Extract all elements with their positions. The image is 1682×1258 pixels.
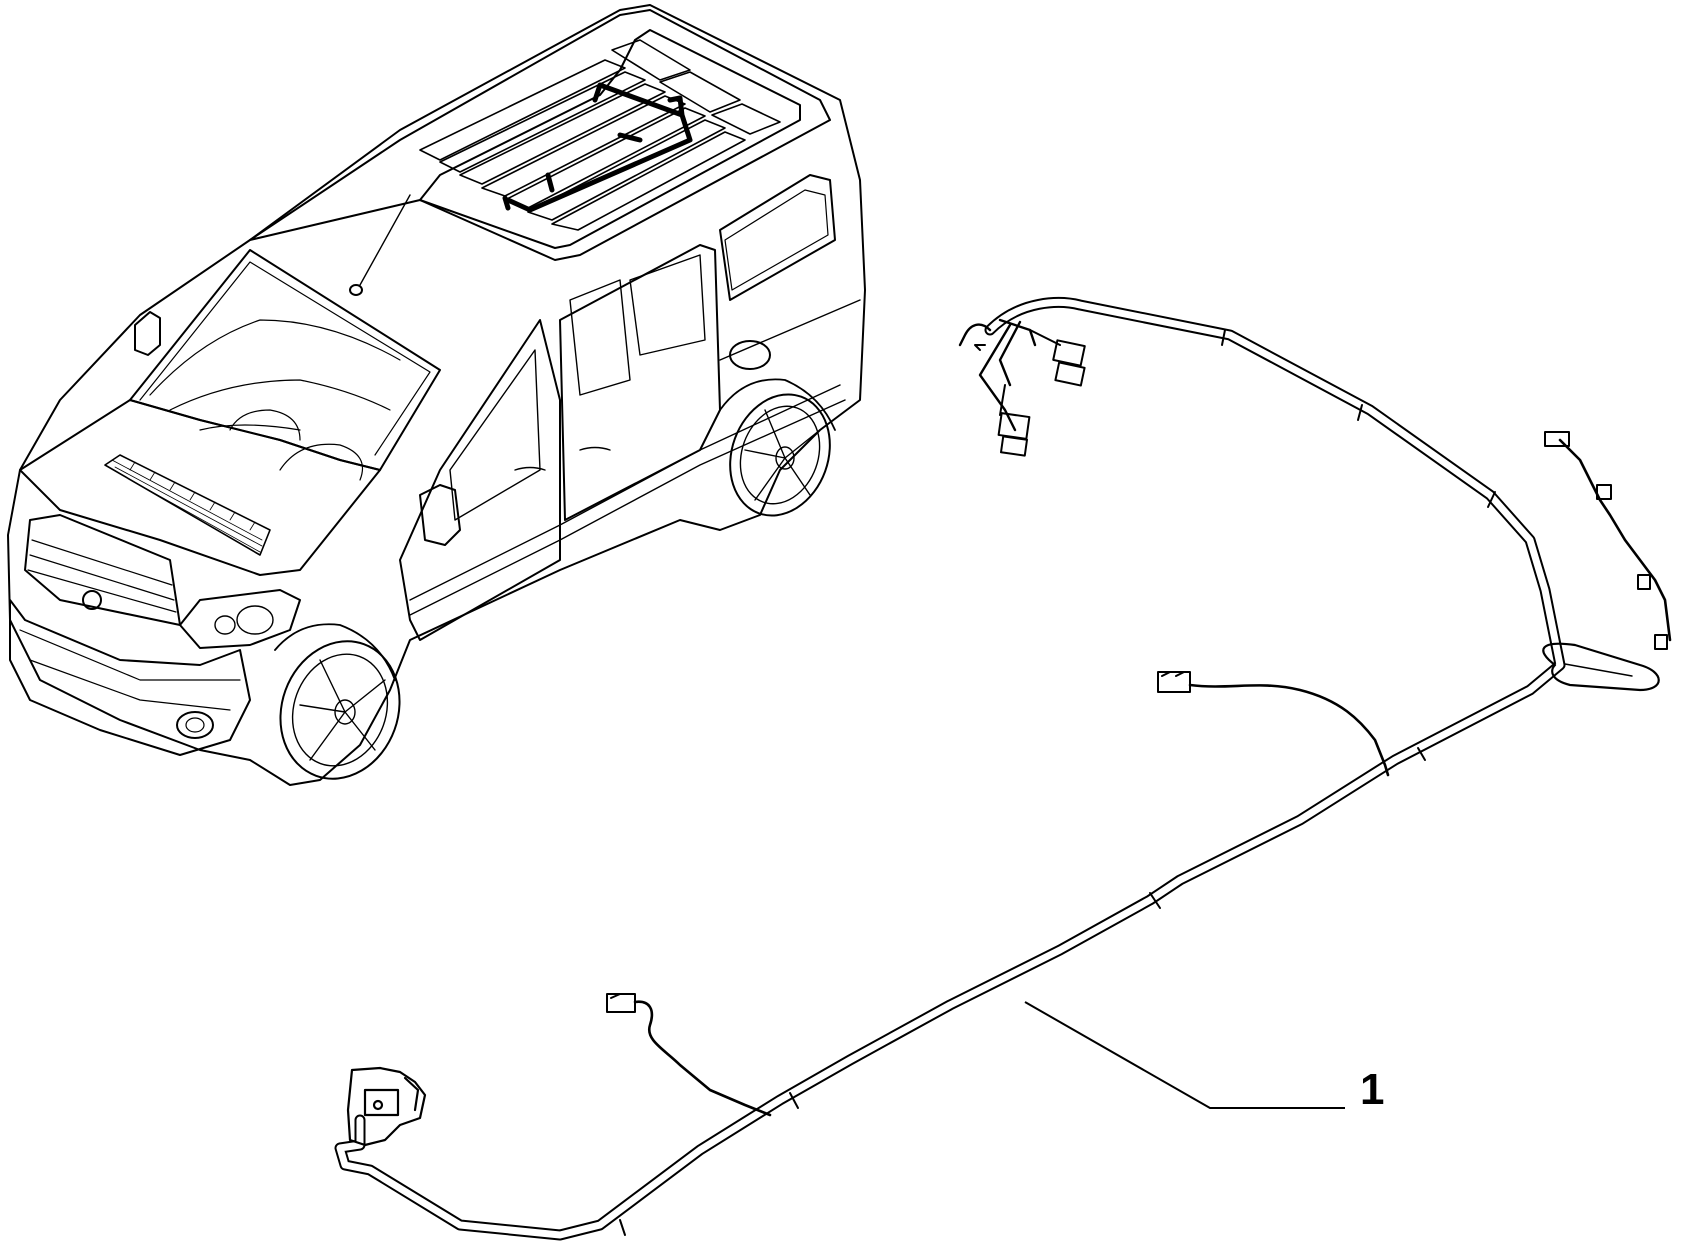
callout-leader-line — [1024, 1001, 1345, 1109]
wiring-harness — [334, 297, 1672, 1241]
harness-rear-loop — [1542, 642, 1660, 692]
connector-rear-left — [606, 993, 636, 1013]
connector-front-left-a — [1052, 339, 1086, 387]
grille-bars — [27, 539, 177, 613]
rear-wheel — [729, 393, 831, 517]
brand-badge — [82, 590, 102, 610]
callout-number-1: 1 — [1360, 1065, 1385, 1114]
rear-left-bracket — [346, 1066, 427, 1147]
fog-light — [176, 711, 214, 739]
roof-harness — [502, 82, 693, 213]
hood — [19, 399, 381, 576]
sliding-door-window — [569, 279, 631, 396]
fuel-cap — [729, 340, 771, 370]
hood-vent — [104, 454, 271, 556]
branch-right-side — [1558, 438, 1672, 642]
van-body-outline — [7, 4, 866, 786]
mirror-left — [134, 311, 161, 356]
hood-vent-grid — [111, 459, 263, 553]
connector-right-side — [1544, 431, 1668, 650]
sliding-door-handle — [579, 446, 611, 451]
callout-1 — [1024, 1001, 1345, 1109]
front-door-window — [449, 349, 541, 521]
branch-front-left — [958, 318, 1037, 432]
front-grille — [24, 514, 181, 626]
headlight — [179, 589, 301, 649]
mirror-right — [419, 484, 461, 546]
harness-joints — [619, 329, 1496, 1236]
antenna-mount — [349, 284, 363, 296]
antenna-leader — [359, 194, 411, 286]
side-moulding — [409, 384, 841, 601]
front-wheel — [279, 640, 401, 780]
van-illustration — [7, 4, 866, 786]
van-roof — [249, 9, 831, 261]
rear-window — [719, 174, 836, 301]
roof-rack-frame — [419, 29, 801, 249]
branch-rear-left — [633, 1000, 772, 1117]
branch-middle — [1188, 683, 1390, 777]
front-bumper — [9, 599, 251, 756]
front-door-handle — [514, 466, 546, 471]
connector-middle — [1157, 671, 1191, 693]
connector-front-left-b — [997, 412, 1031, 457]
sliding-door — [559, 244, 721, 521]
front-door — [399, 319, 561, 641]
